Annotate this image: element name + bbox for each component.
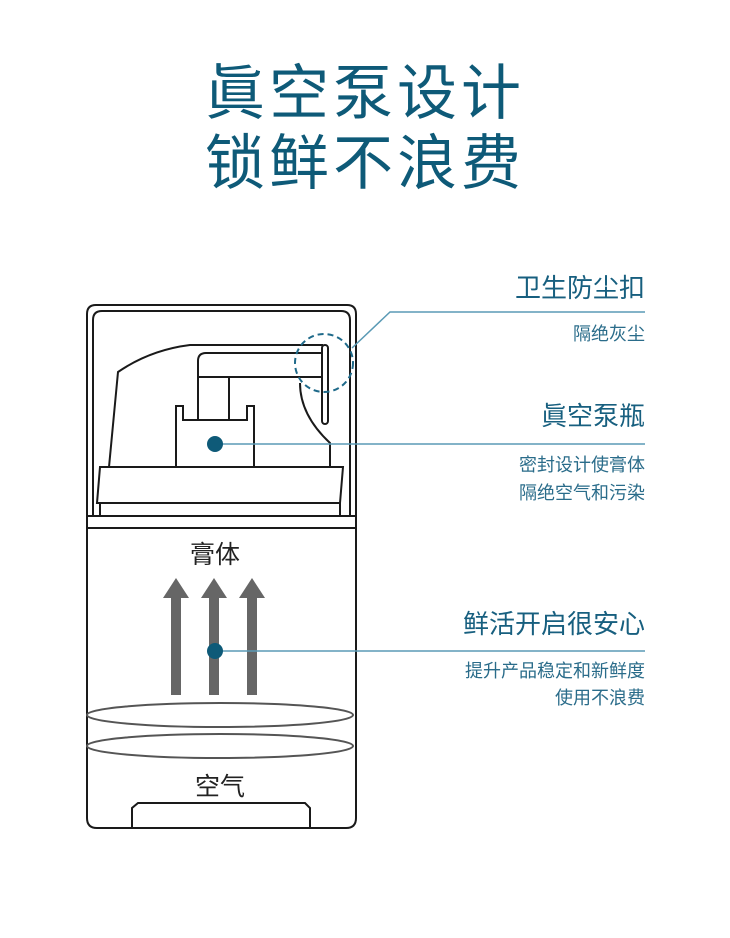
title-line-2: 锁鲜不浪费	[205, 129, 525, 199]
callout-fresh-heading: 鲜活开启很安心	[462, 610, 645, 640]
lock-lever	[321, 344, 329, 425]
pump-base	[95, 466, 345, 504]
upward-arrows	[163, 578, 265, 695]
piston-bottom	[86, 733, 354, 759]
arrow-up-icon	[163, 578, 189, 695]
arrow-up-icon	[201, 578, 227, 695]
callout-pump-text-2: 隔绝空气和污染	[519, 483, 645, 504]
dust-cap-highlight	[294, 333, 354, 393]
callout-fresh-text-2: 使用不浪费	[555, 688, 645, 709]
label-cream: 膏体	[189, 540, 240, 569]
bottle-body	[86, 520, 357, 829]
callout-pump-text-1: 密封设计使膏体	[519, 455, 645, 476]
nozzle	[197, 352, 323, 378]
cap-outline	[86, 304, 357, 520]
callout-pump-heading: 眞空泵瓶	[540, 402, 645, 432]
cap-inner-outline	[92, 310, 351, 516]
piston-top	[86, 702, 354, 728]
label-air: 空气	[194, 772, 245, 801]
callout-fresh-text-1: 提升产品稳定和新鲜度	[465, 661, 645, 682]
leader-line-dust-cap	[351, 311, 645, 349]
callout-dust-cap-heading: 卫生防尘扣	[514, 274, 645, 304]
callout-dust-cap-text: 隔绝灰尘	[573, 324, 645, 345]
arrow-up-icon	[239, 578, 265, 695]
pump-head	[108, 344, 323, 468]
pump-dot	[207, 436, 223, 452]
bottom-opening	[131, 802, 311, 828]
collar	[175, 405, 255, 467]
cream-dot	[207, 643, 223, 659]
title-line-1: 眞空泵设计	[205, 59, 525, 129]
